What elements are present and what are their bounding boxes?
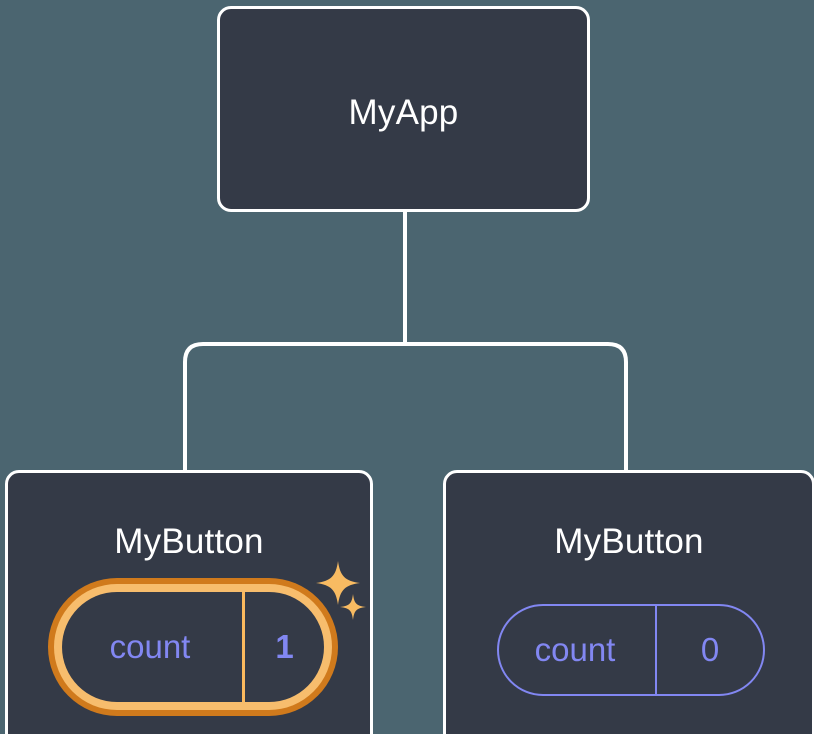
- node-myapp[interactable]: MyApp: [217, 6, 590, 212]
- state-pill-plain[interactable]: count 0: [497, 604, 765, 696]
- state-pill-body: count 1: [62, 592, 324, 702]
- node-mybutton-left[interactable]: MyButton count 1: [5, 470, 373, 734]
- node-mybutton-right[interactable]: MyButton count 0: [443, 470, 814, 734]
- connector-branch-bracket: [183, 342, 628, 470]
- state-pill-highlight-ring: count 1: [54, 584, 332, 710]
- node-mybutton-left-title: MyButton: [114, 522, 264, 561]
- state-pill-divider: [242, 592, 245, 702]
- state-value-label: 0: [700, 631, 720, 668]
- node-mybutton-right-title: MyButton: [554, 522, 704, 561]
- state-value-label: 1: [275, 628, 294, 665]
- state-key-label: count: [534, 631, 616, 668]
- state-key-label: count: [109, 628, 191, 665]
- node-myapp-title: MyApp: [348, 93, 459, 132]
- state-pill-divider: [655, 606, 657, 694]
- state-pill-highlighted[interactable]: count 1: [48, 578, 338, 716]
